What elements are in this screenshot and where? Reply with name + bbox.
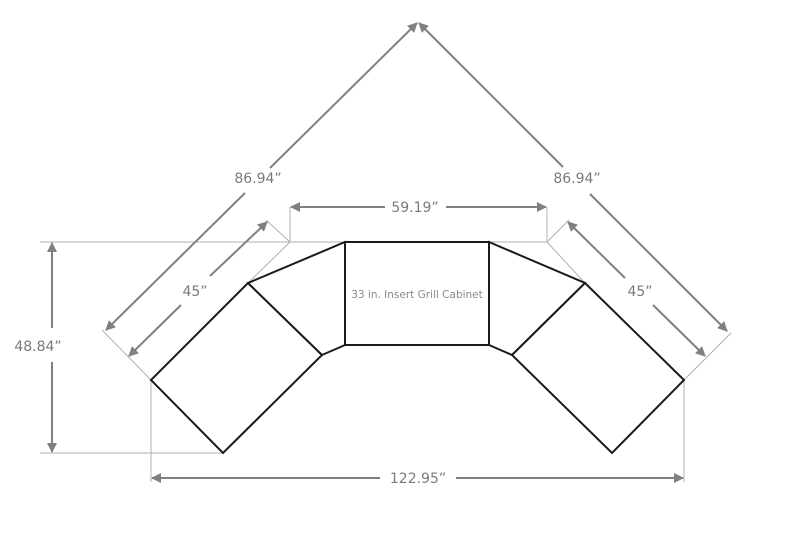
depth-label: 48.84” (14, 339, 61, 355)
grill-cabinet-label: 33 in. Insert Grill Cabinet (351, 289, 483, 301)
outer-diagonal-right-label: 86.94” (553, 171, 600, 187)
extension-lines (40, 207, 732, 482)
outer-diagonal-left-label: 86.94” (234, 171, 281, 187)
inner-diagonal-left-label: 45” (182, 284, 207, 300)
overall-width-label: 122.95” (390, 471, 446, 487)
right-corner-cabinet (510, 281, 686, 455)
inner-diagonal-right-label: 45” (627, 284, 652, 300)
top-width-label: 59.19” (391, 200, 438, 216)
cabinet-outline (149, 240, 686, 455)
dimension-lines (47, 22, 728, 483)
grill-cabinet (344, 241, 490, 346)
